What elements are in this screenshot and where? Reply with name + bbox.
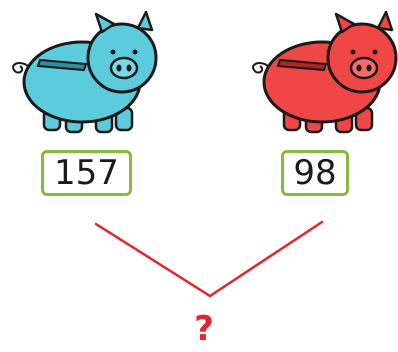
right-value-label: 98	[293, 153, 337, 193]
blue-piggy-bank-icon	[12, 10, 158, 134]
left-value-box: 157	[41, 150, 132, 196]
red-piggy-bank-icon	[252, 10, 398, 134]
question-mark: ?	[194, 309, 214, 349]
right-value-box: 98	[281, 150, 349, 196]
left-value-label: 157	[54, 153, 119, 193]
left-connector-line	[94, 222, 212, 298]
right-connector-line	[208, 220, 324, 298]
